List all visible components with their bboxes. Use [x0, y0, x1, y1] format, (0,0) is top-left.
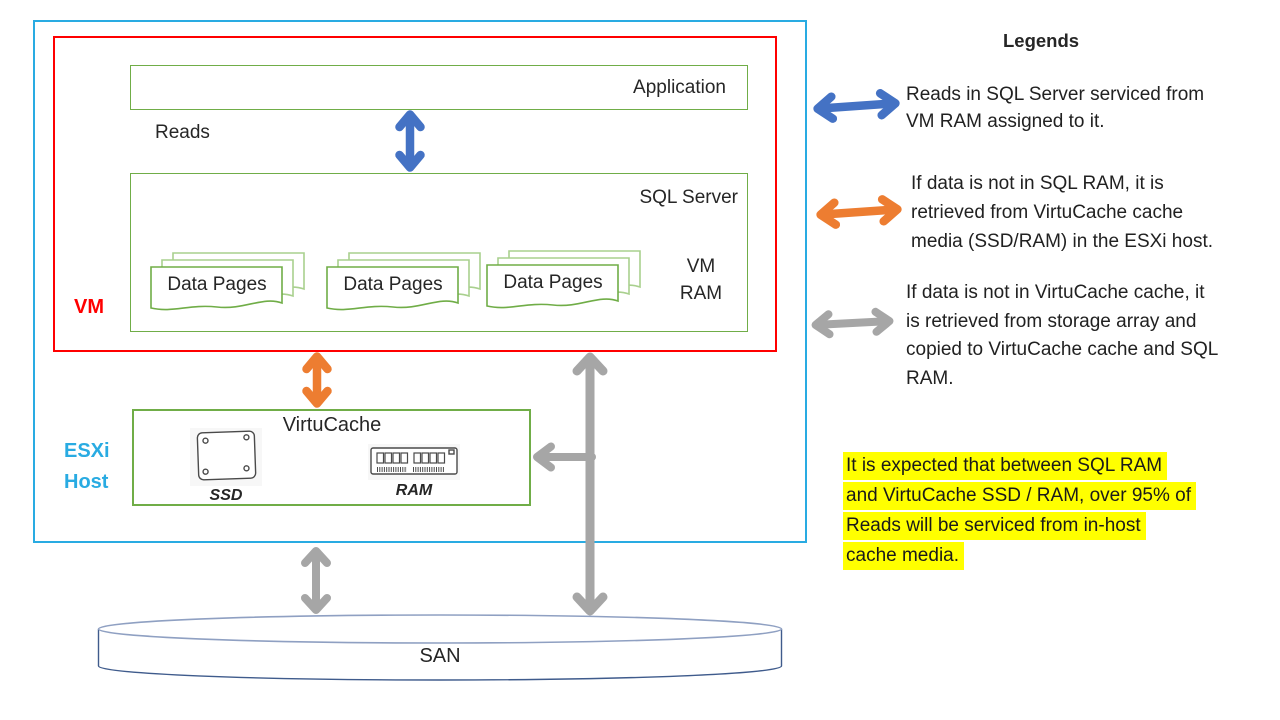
data-pages-stack-3 [486, 250, 644, 320]
application-box [130, 65, 748, 110]
esxi-host-box [33, 20, 807, 543]
vm-box [53, 36, 777, 352]
san-cylinder [97, 612, 783, 688]
reads-label: Reads [155, 122, 210, 143]
document-stack-icon [486, 250, 641, 309]
ssd-icon [190, 428, 262, 486]
document-stack-icon [326, 252, 481, 311]
data-pages-stack-2 [326, 252, 484, 322]
data-pages-label-1: Data Pages [167, 274, 267, 295]
ram-icon [368, 444, 460, 480]
san-label: SAN [419, 645, 461, 667]
virtucache-label: VirtuCache [282, 414, 382, 436]
data-pages-label-2: Data Pages [343, 274, 443, 295]
legend-gray-double-arrow [811, 307, 894, 339]
data-pages-stack-1 [150, 252, 308, 322]
vm-label: VM [74, 296, 104, 318]
legend-orange-double-arrow [816, 195, 902, 229]
sql-server-box [130, 173, 748, 332]
legend-title: Legends [1003, 30, 1080, 51]
document-stack-icon [150, 252, 305, 311]
virtucache-box [132, 409, 531, 506]
esxi-to-san-gray-arrow [301, 547, 331, 614]
data-pages-label-3: Data Pages [503, 272, 603, 293]
sql-server-label: SQL Server [639, 187, 738, 208]
ram-label: RAM [395, 482, 433, 499]
legend-blue-double-arrow [813, 89, 900, 123]
ssd-label: SSD [209, 487, 243, 504]
application-label: Application [633, 77, 726, 98]
